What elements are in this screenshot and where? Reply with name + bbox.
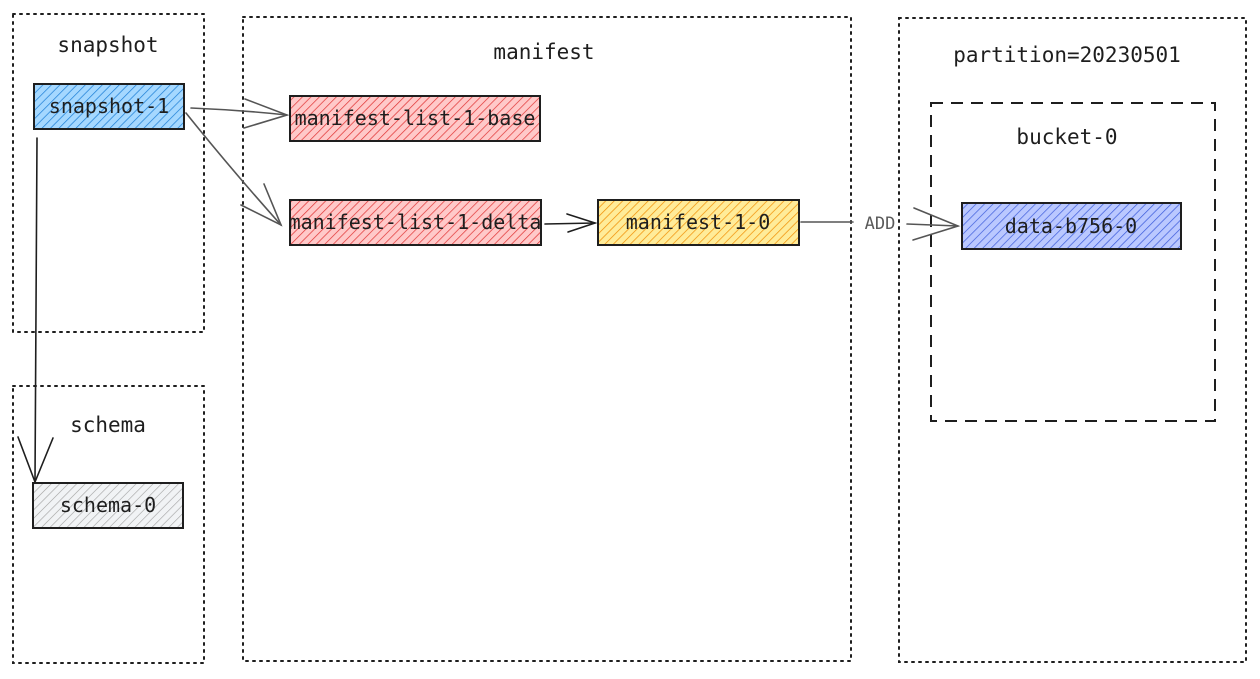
edge-delta-to-manifest [544,213,598,233]
group-snapshot: snapshot [12,13,205,333]
node-manifest-list-1-base-label: manifest-list-1-base [295,106,536,130]
edge-snapshot-to-schema-line [34,137,38,483]
group-partition-border [898,17,1247,663]
node-data-b756-0[interactable]: data-b756-0 [961,202,1182,250]
edge-snapshot-to-schema [17,137,54,485]
group-manifest: manifest [242,16,852,662]
node-manifest-list-1-delta-box [289,199,542,246]
group-schema-title: schema [70,413,146,437]
group-partition: partition=20230501 [898,17,1247,663]
node-data-b756-0-box [961,202,1182,250]
group-bucket-border [930,102,1216,422]
node-manifest-list-1-delta[interactable]: manifest-list-1-delta [289,199,542,246]
edge-delta-to-manifest-arrowhead [566,213,598,233]
node-snapshot-1-label: snapshot-1 [49,94,169,118]
node-data-b756-0-label: data-b756-0 [1005,214,1137,238]
edge-snapshot-to-base-line [190,107,288,116]
node-snapshot-1[interactable]: snapshot-1 [33,83,185,130]
edge-manifest-to-data [800,207,961,241]
edge-manifest-to-data-label: ADD [865,214,896,234]
node-manifest-1-0-box [597,199,800,246]
node-manifest-list-1-base-box [289,95,541,142]
edge-snapshot-to-delta-line [185,112,282,226]
group-snapshot-border [12,13,205,333]
node-manifest-list-1-base[interactable]: manifest-list-1-base [289,95,541,142]
group-schema-border [12,385,205,664]
node-manifest-1-0-label: manifest-1-0 [626,210,771,234]
group-schema: schema [12,385,205,664]
group-manifest-border [242,16,852,662]
node-manifest-list-1-delta-label: manifest-list-1-delta [289,210,542,234]
edge-snapshot-to-delta [185,112,283,227]
group-manifest-title: manifest [493,40,594,64]
group-snapshot-title: snapshot [57,33,158,57]
edge-delta-to-manifest-line [544,222,596,225]
group-bucket-title: bucket-0 [1016,125,1117,149]
node-snapshot-1-box [33,83,185,130]
group-partition-title: partition=20230501 [953,43,1181,67]
edge-snapshot-to-delta-arrowhead [240,183,283,227]
group-bucket: bucket-0 [930,102,1216,422]
node-schema-0[interactable]: schema-0 [32,482,184,529]
edge-manifest-to-data-arrowhead [912,207,961,241]
edge-manifest-to-data-line-b [906,223,959,227]
edge-snapshot-to-base-arrowhead [243,98,290,129]
node-manifest-1-0[interactable]: manifest-1-0 [597,199,800,246]
node-schema-0-label: schema-0 [60,493,156,517]
node-schema-0-box [32,482,184,529]
edge-snapshot-to-base [190,98,290,129]
